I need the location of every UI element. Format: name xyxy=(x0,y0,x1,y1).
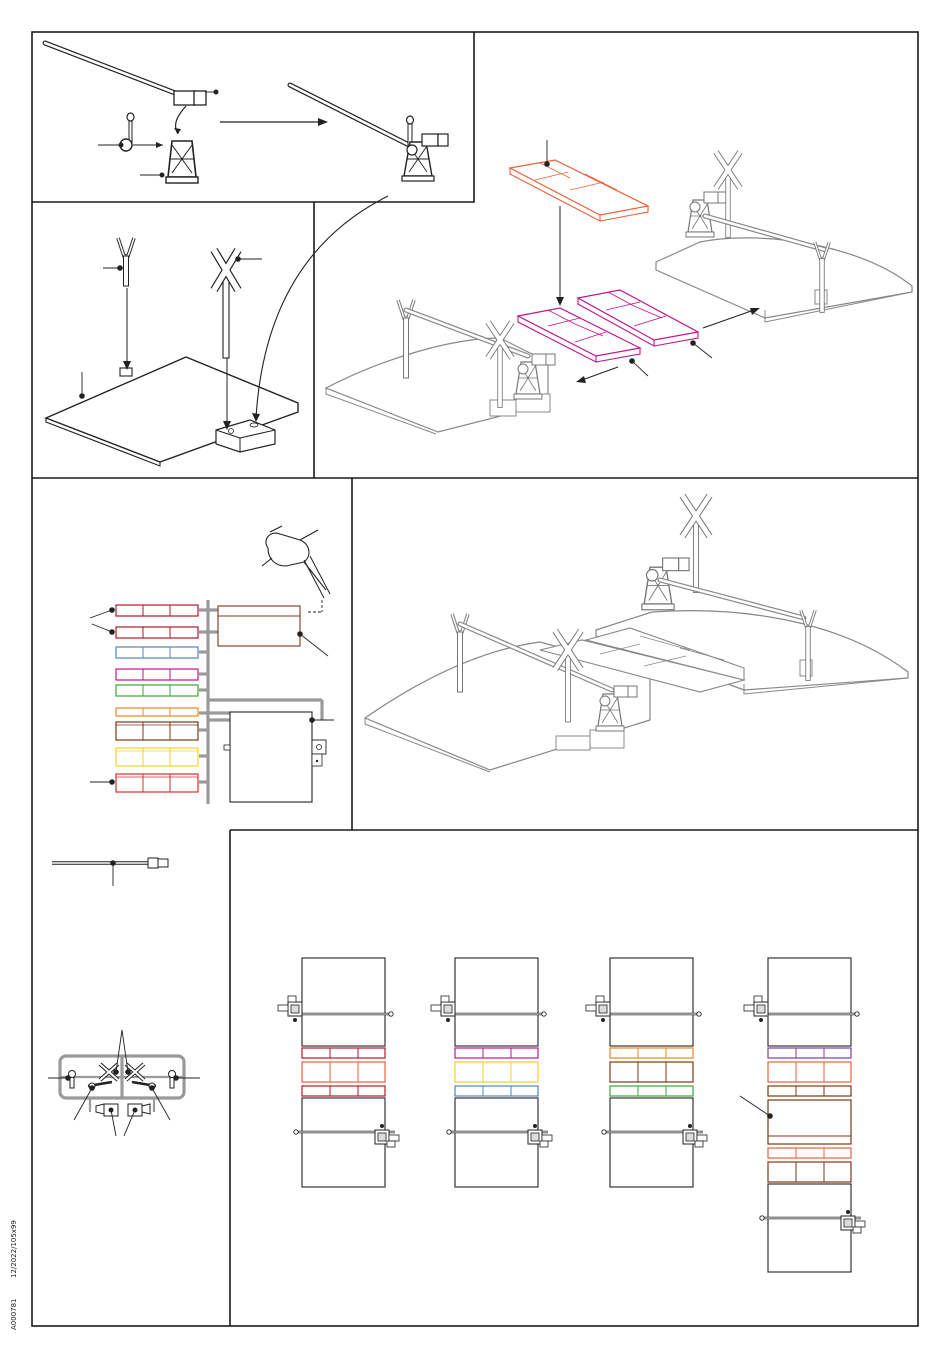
track-plate-brown xyxy=(610,1062,693,1082)
step-cross-sprue xyxy=(48,1030,200,1136)
sprue-plate-magenta xyxy=(116,669,198,680)
step-barrier-assembly xyxy=(45,43,448,183)
sprue-plate-green xyxy=(116,685,198,696)
track-plate-darkred xyxy=(302,1048,385,1058)
step-ramp-assembly xyxy=(46,196,388,466)
sprue-plate-orange xyxy=(116,708,198,716)
track-plate-blue xyxy=(455,1086,538,1096)
grey-base-board xyxy=(230,712,312,802)
track-variant xyxy=(431,958,552,1187)
orange-road-plate xyxy=(510,160,648,221)
sprue-plate-red xyxy=(116,774,198,792)
track-variant xyxy=(740,958,865,1272)
sprue-plate-darkred xyxy=(116,605,198,616)
step-color-sprue xyxy=(90,526,334,804)
step-boom-part xyxy=(52,858,168,886)
track-plate-salmon xyxy=(768,1148,851,1158)
track-plate-brown xyxy=(768,1100,851,1144)
sprue-plate-blue xyxy=(116,647,198,658)
track-plate-orange xyxy=(610,1048,693,1058)
track-variant xyxy=(586,958,707,1187)
article-code: A000781 xyxy=(10,1298,18,1330)
track-variant xyxy=(278,958,399,1187)
article-code-label: A000781 12/2022/105x99 xyxy=(4,1240,24,1330)
track-plate-brown xyxy=(768,1086,851,1096)
track-plate-green xyxy=(610,1086,693,1096)
sprue-plate-brown xyxy=(116,722,198,740)
sprue-plate-yellow xyxy=(116,748,198,766)
track-plate-magenta xyxy=(455,1048,538,1058)
sprue-plates xyxy=(116,605,198,792)
date-code: 12/2022/105x99 xyxy=(10,1220,18,1278)
sprue-plate-darkred xyxy=(116,627,198,638)
track-plate-yellow xyxy=(455,1062,538,1082)
track-plate-violet xyxy=(768,1048,851,1058)
step-track-variants xyxy=(278,958,865,1272)
track-plate-brown xyxy=(768,1162,851,1182)
brown-base-plate xyxy=(218,606,300,646)
track-plate-darkred xyxy=(302,1086,385,1096)
track-plate-salmon xyxy=(768,1062,851,1082)
track-plate-salmon xyxy=(302,1062,385,1082)
step-finished-crossing xyxy=(365,496,908,772)
step-road-insert xyxy=(326,140,912,434)
